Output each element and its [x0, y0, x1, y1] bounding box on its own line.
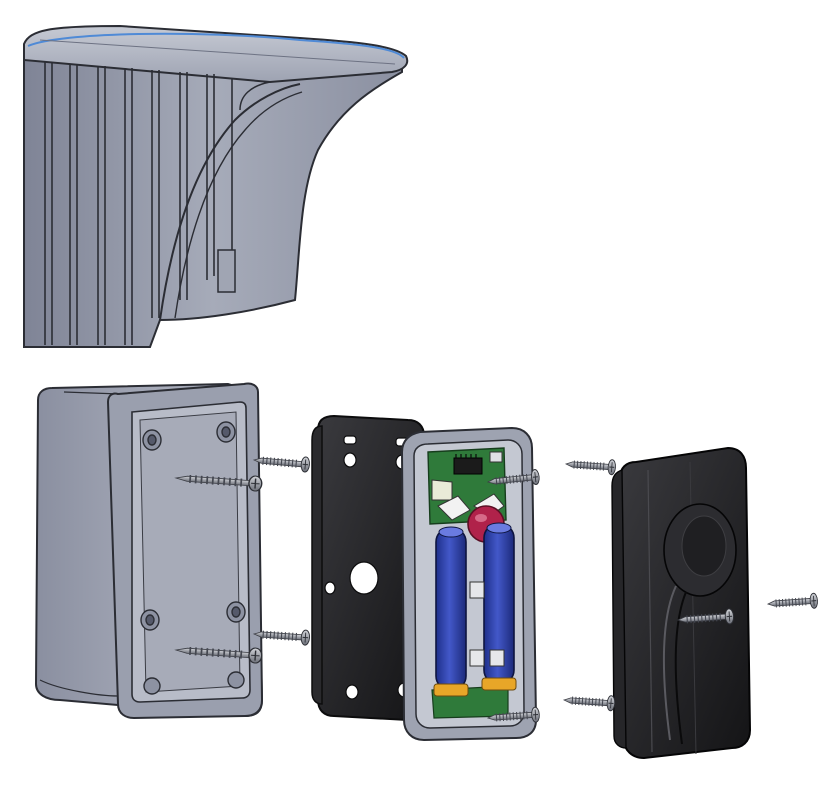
- back-box: [34, 382, 264, 720]
- pcb-housing: [400, 426, 538, 742]
- gasket: [311, 414, 425, 722]
- screw-8: [562, 691, 616, 712]
- screw-7: [564, 455, 617, 476]
- battery-right: [481, 522, 517, 691]
- battery-left: [433, 526, 469, 697]
- front-cover: [611, 446, 752, 760]
- screw-2: [252, 451, 311, 473]
- rain-hood: [23, 24, 409, 348]
- screw-10: [766, 592, 819, 613]
